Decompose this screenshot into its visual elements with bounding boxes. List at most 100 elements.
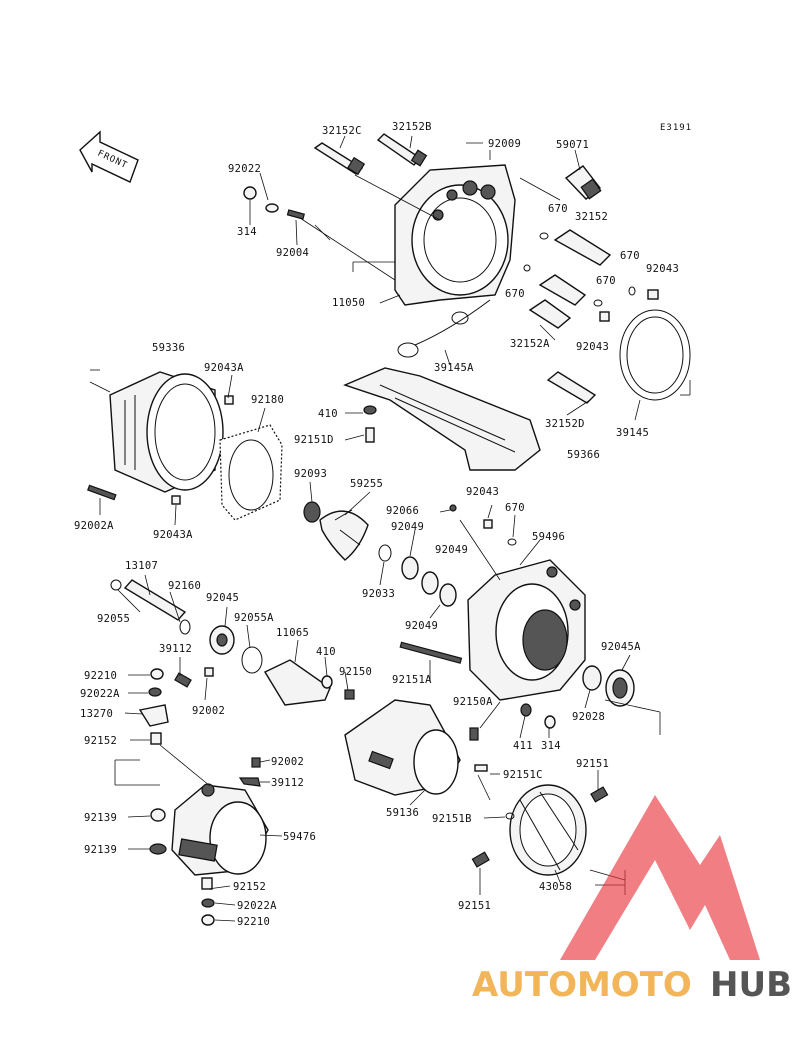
washer-92151B: [505, 812, 515, 820]
label-92151a: 92151: [576, 758, 609, 770]
bolt-92002-b: [251, 757, 261, 768]
label-32152B: 32152B: [392, 121, 432, 133]
ring-39145: [619, 309, 691, 401]
collar-92028: [582, 665, 602, 691]
label-59336: 59336: [152, 342, 185, 354]
watermark-logo: [560, 795, 760, 960]
spacer-92152b: [201, 877, 213, 890]
label-92009: 92009: [488, 138, 521, 150]
leader-lines: [89, 135, 691, 922]
bushing-92139a: [150, 808, 166, 822]
impeller-59255: [303, 501, 369, 561]
bucket-43058: [509, 784, 587, 876]
label-92151B: 92151B: [432, 813, 472, 825]
cap-92210: [150, 668, 164, 680]
oring-92055A: [241, 646, 263, 674]
label-92043a: 92043: [646, 263, 679, 275]
label-92093: 92093: [294, 468, 327, 480]
label-314a: 314: [237, 226, 257, 238]
clamp-39112: [174, 672, 192, 688]
part-labels: 32152C 32152B 92009 59071 92022 314 9200…: [74, 121, 679, 928]
washer-92049a: [401, 556, 419, 580]
front-arrow-icon: FRONT: [79, 130, 139, 183]
label-92150A: 92150A: [453, 696, 493, 708]
steering-nozzle-59476: [171, 783, 269, 876]
shaft-13107: [110, 579, 191, 635]
label-92151b: 92151: [458, 900, 491, 912]
label-92210b: 92210: [237, 916, 270, 928]
washer-92022A-b: [201, 898, 215, 908]
bracket-32152: [528, 229, 612, 329]
label-411: 411: [513, 740, 533, 752]
pump-case-11050: [394, 164, 516, 306]
label-92152a: 92152: [84, 735, 117, 747]
bolt-92150: [344, 689, 355, 700]
washer-92049c: [439, 583, 457, 607]
bearing-92045: [209, 625, 235, 655]
watermark-text-2: HUB: [710, 965, 792, 1005]
label-13270: 13270: [80, 708, 113, 720]
label-92002b: 92002: [271, 756, 304, 768]
gasket-92180: [219, 424, 283, 521]
label-92049a: 92049: [391, 521, 424, 533]
label-92151C: 92151C: [503, 769, 543, 781]
label-92028: 92028: [572, 711, 605, 723]
label-92055: 92055: [97, 613, 130, 625]
pipe-32152D: [546, 371, 597, 404]
label-59496: 59496: [532, 531, 565, 543]
label-59255: 59255: [350, 478, 383, 490]
label-92043b: 92043: [576, 341, 609, 353]
label-92151A: 92151A: [392, 674, 432, 686]
nut-314: [544, 715, 556, 729]
shaft-32152B: [376, 133, 428, 167]
stud-92002A: [87, 484, 117, 501]
bolt-92002: [204, 667, 214, 677]
label-92139b: 92139: [84, 844, 117, 856]
label-92151D: 92151D: [294, 434, 334, 446]
label-59071: 59071: [556, 139, 589, 151]
label-43058: 43058: [539, 881, 572, 893]
label-92049b: 92049: [435, 544, 468, 556]
clamp-13270: [138, 704, 169, 727]
label-59366: 59366: [567, 449, 600, 461]
label-92022: 92022: [228, 163, 261, 175]
label-32152A: 32152A: [510, 338, 550, 350]
stud-92151A: [399, 641, 463, 664]
washer-92033: [378, 544, 392, 562]
label-92045A: 92045A: [601, 641, 641, 653]
label-92049c: 92049: [405, 620, 438, 632]
spacer-92152: [150, 732, 162, 745]
diagram-code: E3191: [660, 123, 692, 133]
label-670e: 670: [505, 502, 525, 514]
label-39145: 39145: [616, 427, 649, 439]
label-32152C: 32152C: [322, 125, 362, 137]
bolt-92043A-bottom: [171, 495, 181, 505]
label-92004: 92004: [276, 247, 309, 259]
label-11065: 11065: [276, 627, 309, 639]
bearing-92045A: [605, 669, 635, 707]
label-32152D: 32152D: [545, 418, 585, 430]
label-670b: 670: [620, 250, 640, 262]
label-92210a: 92210: [84, 670, 117, 682]
label-92022A: 92022A: [80, 688, 120, 700]
label-59476: 59476: [283, 831, 316, 843]
nut-411: [520, 703, 532, 717]
small-bits-top: [243, 186, 659, 443]
bolt-92151C: [474, 764, 488, 772]
cone-11065: [264, 659, 331, 706]
label-92180: 92180: [251, 394, 284, 406]
label-92043A: 92043A: [204, 362, 244, 374]
bolt-92151-bottom: [471, 851, 490, 868]
o-ring-39145A: [397, 299, 491, 358]
washer-92022A: [148, 687, 162, 697]
label-670c: 670: [596, 275, 616, 287]
label-92139a: 92139: [84, 812, 117, 824]
washer-92049b: [421, 571, 439, 595]
label-39112b: 39112: [271, 777, 304, 789]
label-410b: 410: [316, 646, 336, 658]
pin-92043: [483, 519, 493, 529]
watermark-text-1: AUTOMOTO: [472, 965, 692, 1005]
label-92055A: 92055A: [234, 612, 274, 624]
